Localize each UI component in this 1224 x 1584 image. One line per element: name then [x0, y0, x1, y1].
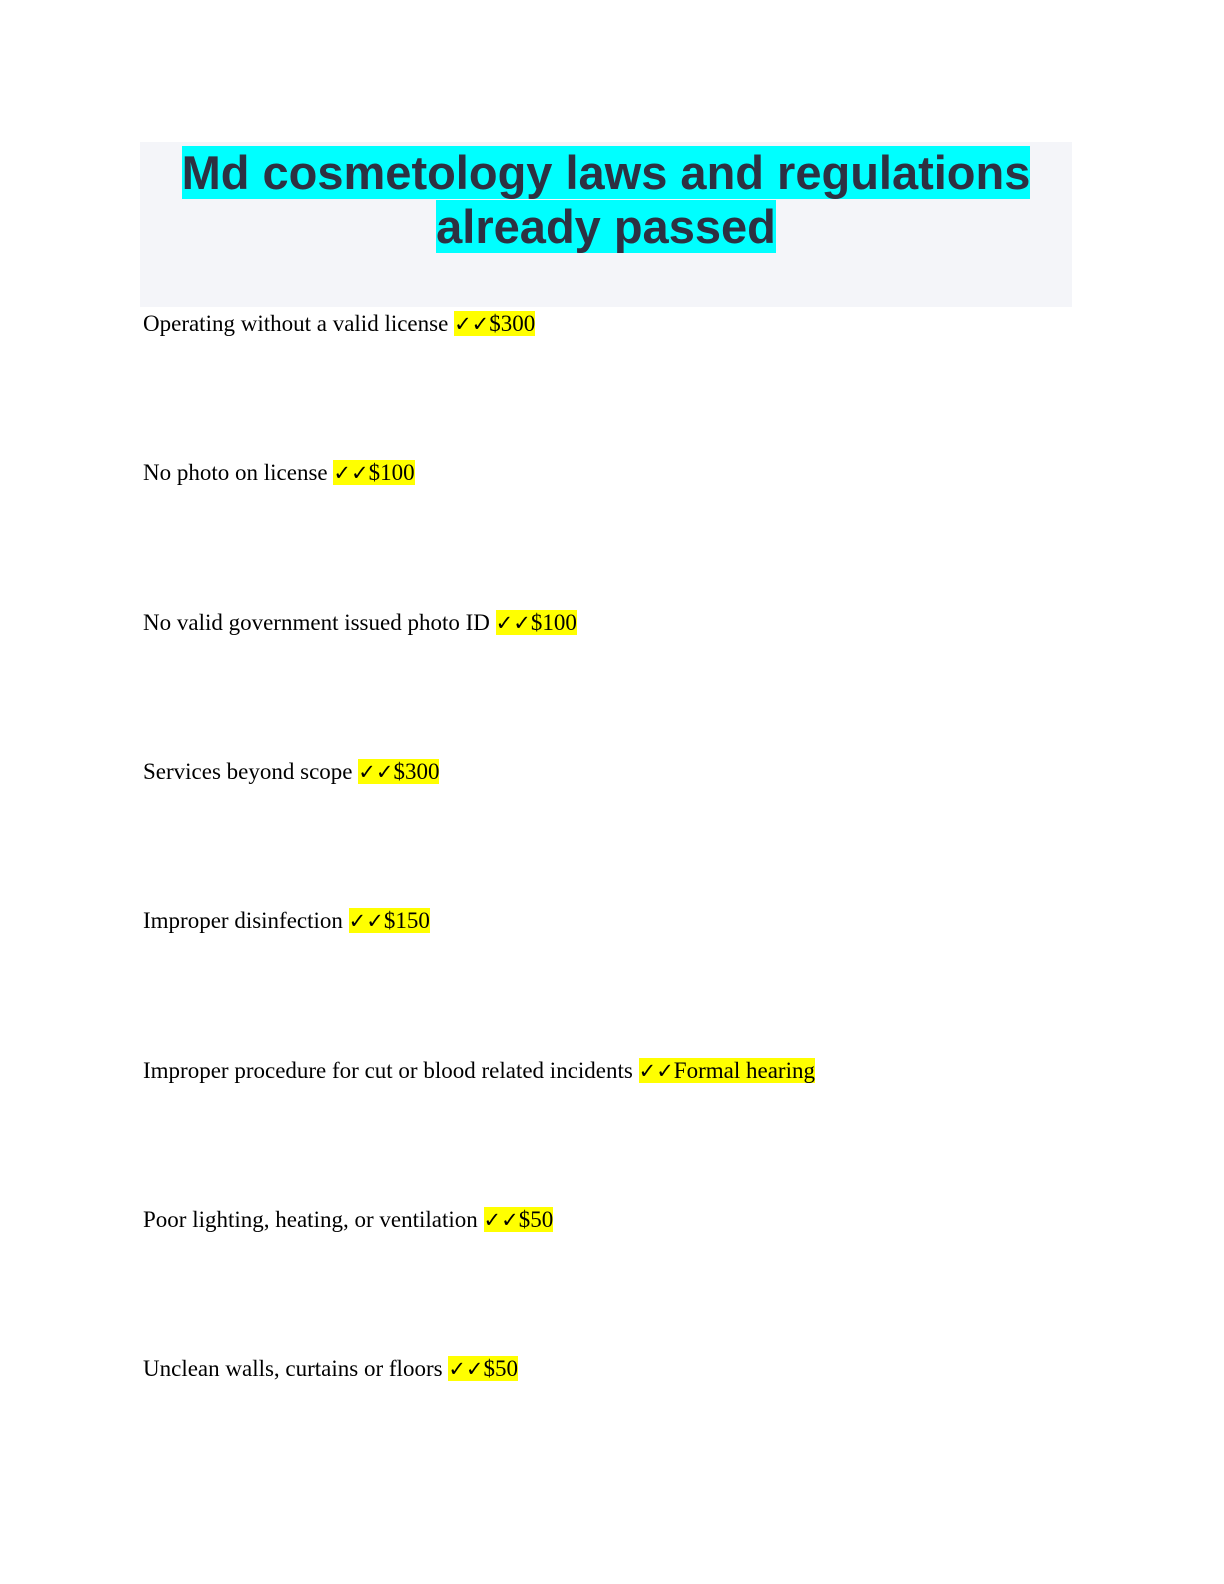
answer-text: Formal hearing	[673, 1058, 815, 1083]
answer-text: $50	[483, 1356, 519, 1381]
answer-text: $100	[530, 610, 577, 635]
question-text: Poor lighting, heating, or ventilation	[143, 1207, 478, 1232]
double-check-icon: ✓✓	[448, 1357, 484, 1381]
question-text: Improper procedure for cut or blood rela…	[143, 1058, 633, 1083]
answer-highlight: ✓✓$50	[483, 1207, 554, 1232]
double-check-icon: ✓✓	[638, 1059, 674, 1083]
qa-item: No photo on license ✓✓$100	[143, 458, 415, 488]
qa-item: Improper disinfection ✓✓$150	[143, 906, 430, 936]
answer-highlight: ✓✓$100	[495, 610, 577, 635]
double-check-icon: ✓✓	[495, 611, 531, 635]
title-banner: Md cosmetology laws and regulations alre…	[140, 142, 1072, 307]
question-text: No photo on license	[143, 460, 328, 485]
double-check-icon: ✓✓	[454, 312, 490, 336]
answer-text: $150	[383, 908, 430, 933]
page-title-text: Md cosmetology laws and regulations alre…	[181, 146, 1031, 253]
double-check-icon: ✓✓	[358, 760, 394, 784]
double-check-icon: ✓✓	[348, 909, 384, 933]
answer-highlight: ✓✓$300	[358, 759, 440, 784]
answer-highlight: ✓✓$50	[448, 1356, 519, 1381]
question-text: Unclean walls, curtains or floors	[143, 1356, 443, 1381]
qa-item: Poor lighting, heating, or ventilation ✓…	[143, 1205, 554, 1235]
answer-text: $300	[393, 759, 440, 784]
question-text: Operating without a valid license	[143, 311, 449, 336]
answer-highlight: ✓✓$150	[348, 908, 430, 933]
qa-item: Operating without a valid license ✓✓$300	[143, 309, 536, 339]
answer-highlight: ✓✓Formal hearing	[638, 1058, 815, 1083]
qa-item: No valid government issued photo ID ✓✓$1…	[143, 608, 577, 638]
page-title: Md cosmetology laws and regulations alre…	[140, 142, 1072, 254]
answer-text: $100	[368, 460, 415, 485]
answer-highlight: ✓✓$300	[454, 311, 536, 336]
answer-text: $50	[518, 1207, 554, 1232]
double-check-icon: ✓✓	[333, 461, 369, 485]
answer-text: $300	[489, 311, 536, 336]
question-text: No valid government issued photo ID	[143, 610, 490, 635]
question-text: Improper disinfection	[143, 908, 343, 933]
qa-item: Unclean walls, curtains or floors ✓✓$50	[143, 1354, 519, 1384]
answer-highlight: ✓✓$100	[333, 460, 415, 485]
qa-item: Services beyond scope ✓✓$300	[143, 757, 440, 787]
qa-item: Improper procedure for cut or blood rela…	[143, 1056, 815, 1086]
double-check-icon: ✓✓	[483, 1208, 519, 1232]
question-text: Services beyond scope	[143, 759, 353, 784]
